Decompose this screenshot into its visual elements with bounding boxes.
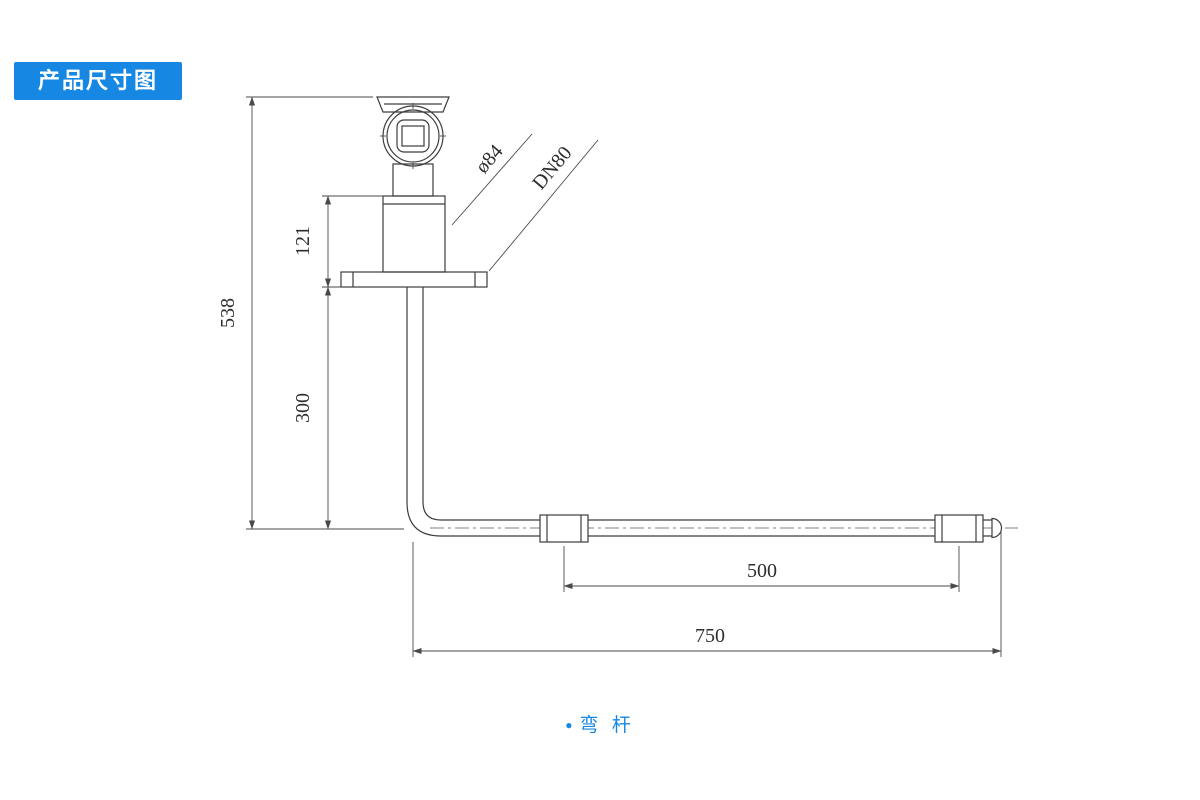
figure-caption: ● 弯 杆 (0, 710, 1200, 737)
dimension-tip-span: 500 (563, 546, 960, 592)
dim-label-d84: ø84 (471, 141, 507, 178)
caption-bullet-icon: ● (565, 718, 573, 732)
dim-label-121: 121 (292, 226, 314, 256)
dim-label-dn80: DN80 (528, 142, 576, 194)
leader-flange-size: DN80 (488, 139, 599, 272)
dim-label-300: 300 (292, 393, 314, 423)
transmitter-head (376, 96, 450, 169)
dim-label-750: 750 (695, 625, 725, 647)
dimension-drop-length: 300 (292, 286, 332, 530)
title-badge: 产品尺寸图 (14, 62, 183, 100)
dimension-neck-height: 121 (292, 195, 385, 288)
dimension-total-height: 538 (217, 96, 404, 530)
bent-rod-probe (406, 287, 1018, 543)
dim-label-500: 500 (747, 560, 777, 582)
rod-coupling-right (934, 514, 984, 543)
caption-label: 弯 杆 (579, 715, 635, 736)
rod-coupling-left (539, 514, 589, 543)
leader-head-diameter: ø84 (451, 133, 533, 226)
flange (340, 271, 488, 288)
dim-label-538: 538 (217, 298, 239, 328)
dimension-total-span: 750 (412, 530, 1002, 657)
rod-tip (991, 517, 1003, 539)
transmitter-body (382, 163, 446, 273)
